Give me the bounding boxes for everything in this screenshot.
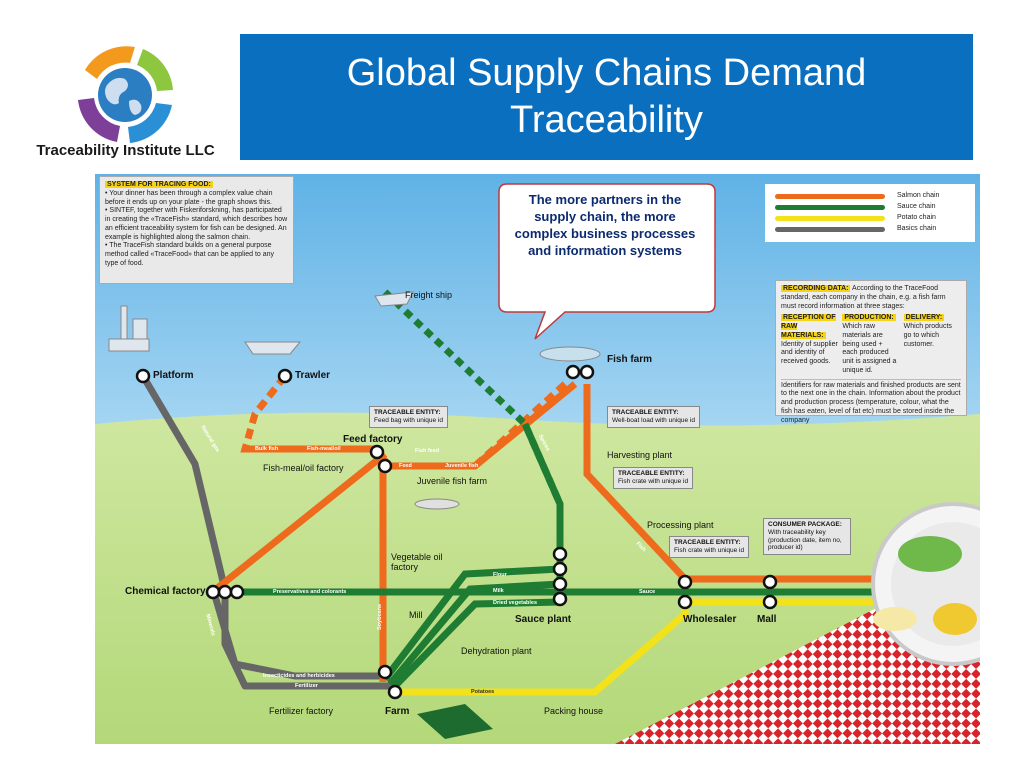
supply-chain-map: SYSTEM FOR TRACING FOOD: • Your dinner h… (95, 174, 980, 744)
segment-label: Fish-meal/oil (307, 446, 341, 452)
station-fishmeal-factory: Fish-meal/oil factory (263, 463, 344, 473)
legend-label: Potato chain (897, 214, 936, 221)
legend-swatch-potato (775, 216, 885, 221)
tag-fish-crate: TRACEABLE ENTITY:Fish crate with unique … (669, 536, 750, 558)
legend-label: Salmon chain (897, 192, 940, 199)
station-fertilizer-factory: Fertilizer factory (269, 706, 334, 716)
title-banner: Global Supply Chains Demand Traceability (240, 34, 973, 160)
segment-label: Insecticides and herbicides (263, 673, 335, 679)
recording-intro: According to the TraceFood standard, eac… (781, 285, 946, 310)
station-wholesaler: Wholesaler (683, 614, 737, 625)
tag-head: CONSUMER PACKAGE: (768, 521, 842, 528)
tag-text: With traceability key (production date, … (768, 528, 842, 552)
station-feed-factory: Feed factory (343, 434, 403, 445)
col-text: Which raw materials are being used + eac… (842, 323, 897, 374)
tag-head: TRACEABLE ENTITY: (674, 539, 741, 546)
station-juvenile-farm: Juvenile fish farm (417, 476, 488, 486)
tag-head: TRACEABLE ENTITY: (374, 409, 441, 416)
info-heading: SYSTEM FOR TRACING FOOD: (105, 181, 213, 188)
legend-label: Basics chain (897, 225, 937, 232)
tag-head: TRACEABLE ENTITY: (618, 470, 685, 477)
station-farm: Farm (385, 706, 410, 717)
segment-label: Fertilizer (295, 683, 318, 689)
legend-swatch-sauce (775, 205, 885, 210)
station-trawler: Trawler (295, 370, 331, 381)
tag-text: Well-boat load with unique id (612, 416, 695, 424)
col-text: Which products go to which customer. (903, 323, 952, 348)
recording-heading: RECORDING DATA: (781, 285, 851, 292)
legend-swatch-salmon (775, 194, 885, 199)
tag-consumer-package: CONSUMER PACKAGE:With traceability key (… (763, 518, 851, 556)
segment-label: Bulk fish (255, 446, 279, 452)
station-fish-farm: Fish farm (607, 354, 653, 365)
tag-feed-bag: TRACEABLE ENTITY:Feed bag with unique id (369, 406, 449, 428)
page-title: Global Supply Chains Demand Traceability (346, 51, 867, 142)
segment-label: Feed (399, 463, 412, 469)
tag-fish-crate: TRACEABLE ENTITY:Fish crate with unique … (613, 467, 694, 489)
segment-label: Juvenile fish (445, 463, 479, 469)
segment-label: Fish feed (415, 448, 440, 454)
station-chemical-factory: Chemical factory (125, 586, 206, 597)
legend-swatch-basics (775, 227, 885, 232)
recording-footer: Identifiers for raw materials and finish… (781, 378, 961, 426)
segment-label: Potatoes (471, 689, 495, 695)
segment-label: Flour (493, 572, 507, 578)
station-platform: Platform (153, 370, 194, 381)
tag-text: Fish crate with unique id (618, 477, 689, 485)
col-text: Identity of supplier and identity of rec… (781, 340, 838, 366)
segment-label: Soybeans (376, 604, 383, 630)
segment-label: Dried vegetables (493, 600, 538, 606)
bubble-text: The more partners in the supply chain, t… (514, 192, 696, 258)
tag-well-boat: TRACEABLE ENTITY:Well-boat load with uni… (607, 406, 700, 428)
legend: Salmon chain Sauce chain Potato chain Ba… (765, 184, 975, 242)
station-dehydration-plant: Dehydration plant (461, 646, 532, 656)
tag-text: Feed bag with unique id (374, 416, 444, 424)
segment-label: Milk (493, 588, 504, 594)
station-processing-plant: Processing plant (647, 520, 714, 530)
col-head-production: PRODUCTION: (842, 314, 896, 322)
col-head-delivery: DELIVERY: (903, 314, 945, 322)
recording-box: RECORDING DATA: According to the TraceFo… (775, 280, 967, 424)
station-freight-ship: Freight ship (405, 290, 453, 300)
station-harvesting-plant: Harvesting plant (607, 450, 673, 460)
station-mall: Mall (757, 614, 777, 625)
tag-text: Fish crate with unique id (674, 546, 745, 554)
legend-label: Sauce chain (897, 203, 936, 210)
station-mill: Mill (409, 610, 423, 620)
station-vegetable-oil: Vegetable oil factory (391, 552, 443, 572)
info-line: • SINTEF, together with Fiskeriforskning… (105, 207, 288, 241)
segment-label: Sauce (639, 589, 656, 595)
info-line: • The TraceFish standard builds on a gen… (105, 242, 275, 267)
info-line: • Your dinner has been through a complex… (105, 189, 273, 206)
info-box: SYSTEM FOR TRACING FOOD: • Your dinner h… (99, 176, 294, 284)
station-packing-house: Packing house (544, 706, 604, 716)
station-sauce-plant: Sauce plant (515, 614, 572, 625)
segment-label: Preservatives and colorants (273, 589, 347, 595)
globe-logo (78, 46, 173, 143)
col-head-reception: RECEPTION OF RAW MATERIALS: (781, 314, 836, 339)
logo-text: Traceability Institute LLC (36, 142, 215, 159)
tag-head: TRACEABLE ENTITY: (612, 409, 679, 416)
